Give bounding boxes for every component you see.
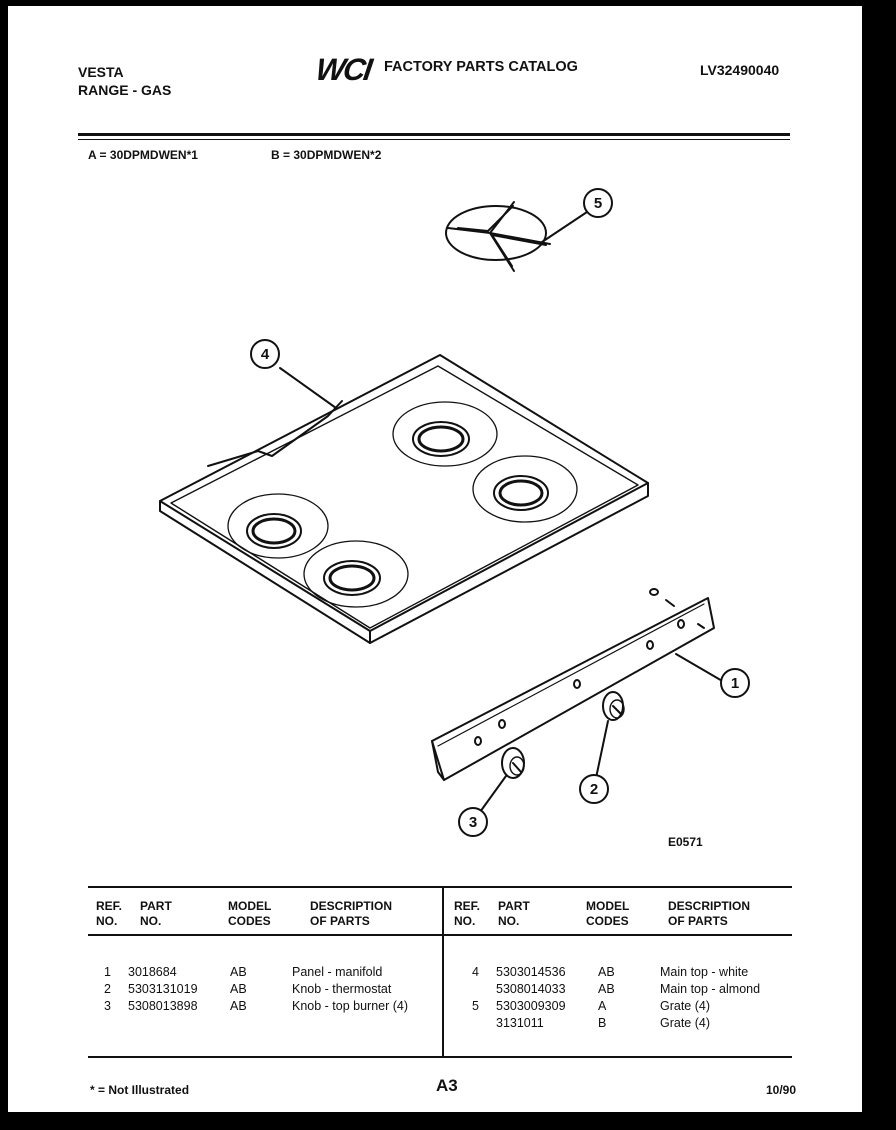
main-top-part bbox=[159, 354, 649, 644]
left-codes-column: AB AB AB bbox=[230, 965, 247, 1013]
burner-front-left bbox=[303, 540, 409, 608]
right-part-column: 5303014536 5308014033 5303009309 3131011 bbox=[496, 965, 566, 1030]
left-ref-column: 1 2 3 bbox=[104, 965, 111, 1013]
callout-2: 2 bbox=[590, 781, 598, 798]
header-part-no: PART NO. bbox=[140, 899, 172, 928]
page-number: A3 bbox=[436, 1076, 458, 1095]
model-b: B = 30DPMDWEN*2 bbox=[271, 148, 382, 162]
left-part-column: 3018684 5303131019 5308013898 bbox=[128, 965, 198, 1013]
callout-4: 4 bbox=[261, 346, 270, 363]
header-description-right: DESCRIPTION OF PARTS bbox=[668, 899, 751, 928]
figure-code: E0571 bbox=[668, 835, 703, 849]
catalog-date: 10/90 bbox=[766, 1083, 797, 1097]
header-model-codes-right: MODEL CODES bbox=[586, 899, 630, 928]
model-a: A = 30DPMDWEN*1 bbox=[88, 148, 198, 162]
product-type: RANGE - GAS bbox=[78, 82, 172, 98]
not-illustrated-note: * = Not Illustrated bbox=[90, 1083, 190, 1097]
header-model-codes: MODEL CODES bbox=[228, 899, 272, 928]
right-description-column: Main top - white Main top - almond Grate… bbox=[660, 965, 761, 1030]
knob-top-burner-part bbox=[501, 747, 525, 779]
burner-front-right bbox=[472, 455, 578, 523]
right-ref-column: 4 5 bbox=[472, 965, 479, 1013]
header-rule-top bbox=[78, 133, 790, 136]
table-rule-header bbox=[88, 934, 792, 936]
manifold-panel-part bbox=[431, 588, 715, 781]
header-ref-no: REF. NO. bbox=[96, 899, 123, 928]
burner-rear-left bbox=[227, 493, 329, 559]
catalog-page: VESTA RANGE - GAS WCI FACTORY PARTS CATA… bbox=[8, 6, 862, 1112]
burner-rear-right bbox=[392, 401, 498, 467]
parts-diagram: 1 2 3 4 5 bbox=[159, 188, 750, 837]
table-divider bbox=[442, 888, 444, 1056]
header-description: DESCRIPTION OF PARTS bbox=[310, 899, 393, 928]
grate-part bbox=[445, 201, 551, 272]
callout-3: 3 bbox=[469, 814, 477, 831]
knob-thermostat-part bbox=[602, 691, 625, 721]
callout-1: 1 bbox=[731, 675, 739, 692]
header-ref-no-right: REF. NO. bbox=[454, 899, 481, 928]
table-rule-top bbox=[88, 886, 792, 888]
table-rule-bottom bbox=[88, 1056, 792, 1058]
brand-name: VESTA bbox=[78, 64, 124, 80]
left-description-column: Panel - manifold Knob - thermostat Knob … bbox=[292, 965, 409, 1013]
callout-5: 5 bbox=[594, 195, 602, 212]
right-codes-column: AB AB A B bbox=[598, 965, 615, 1030]
header-part-no-right: PART NO. bbox=[498, 899, 530, 928]
catalog-number: LV32490040 bbox=[700, 62, 780, 78]
header-rule-bottom bbox=[78, 139, 790, 140]
catalog-title: FACTORY PARTS CATALOG bbox=[384, 59, 578, 75]
